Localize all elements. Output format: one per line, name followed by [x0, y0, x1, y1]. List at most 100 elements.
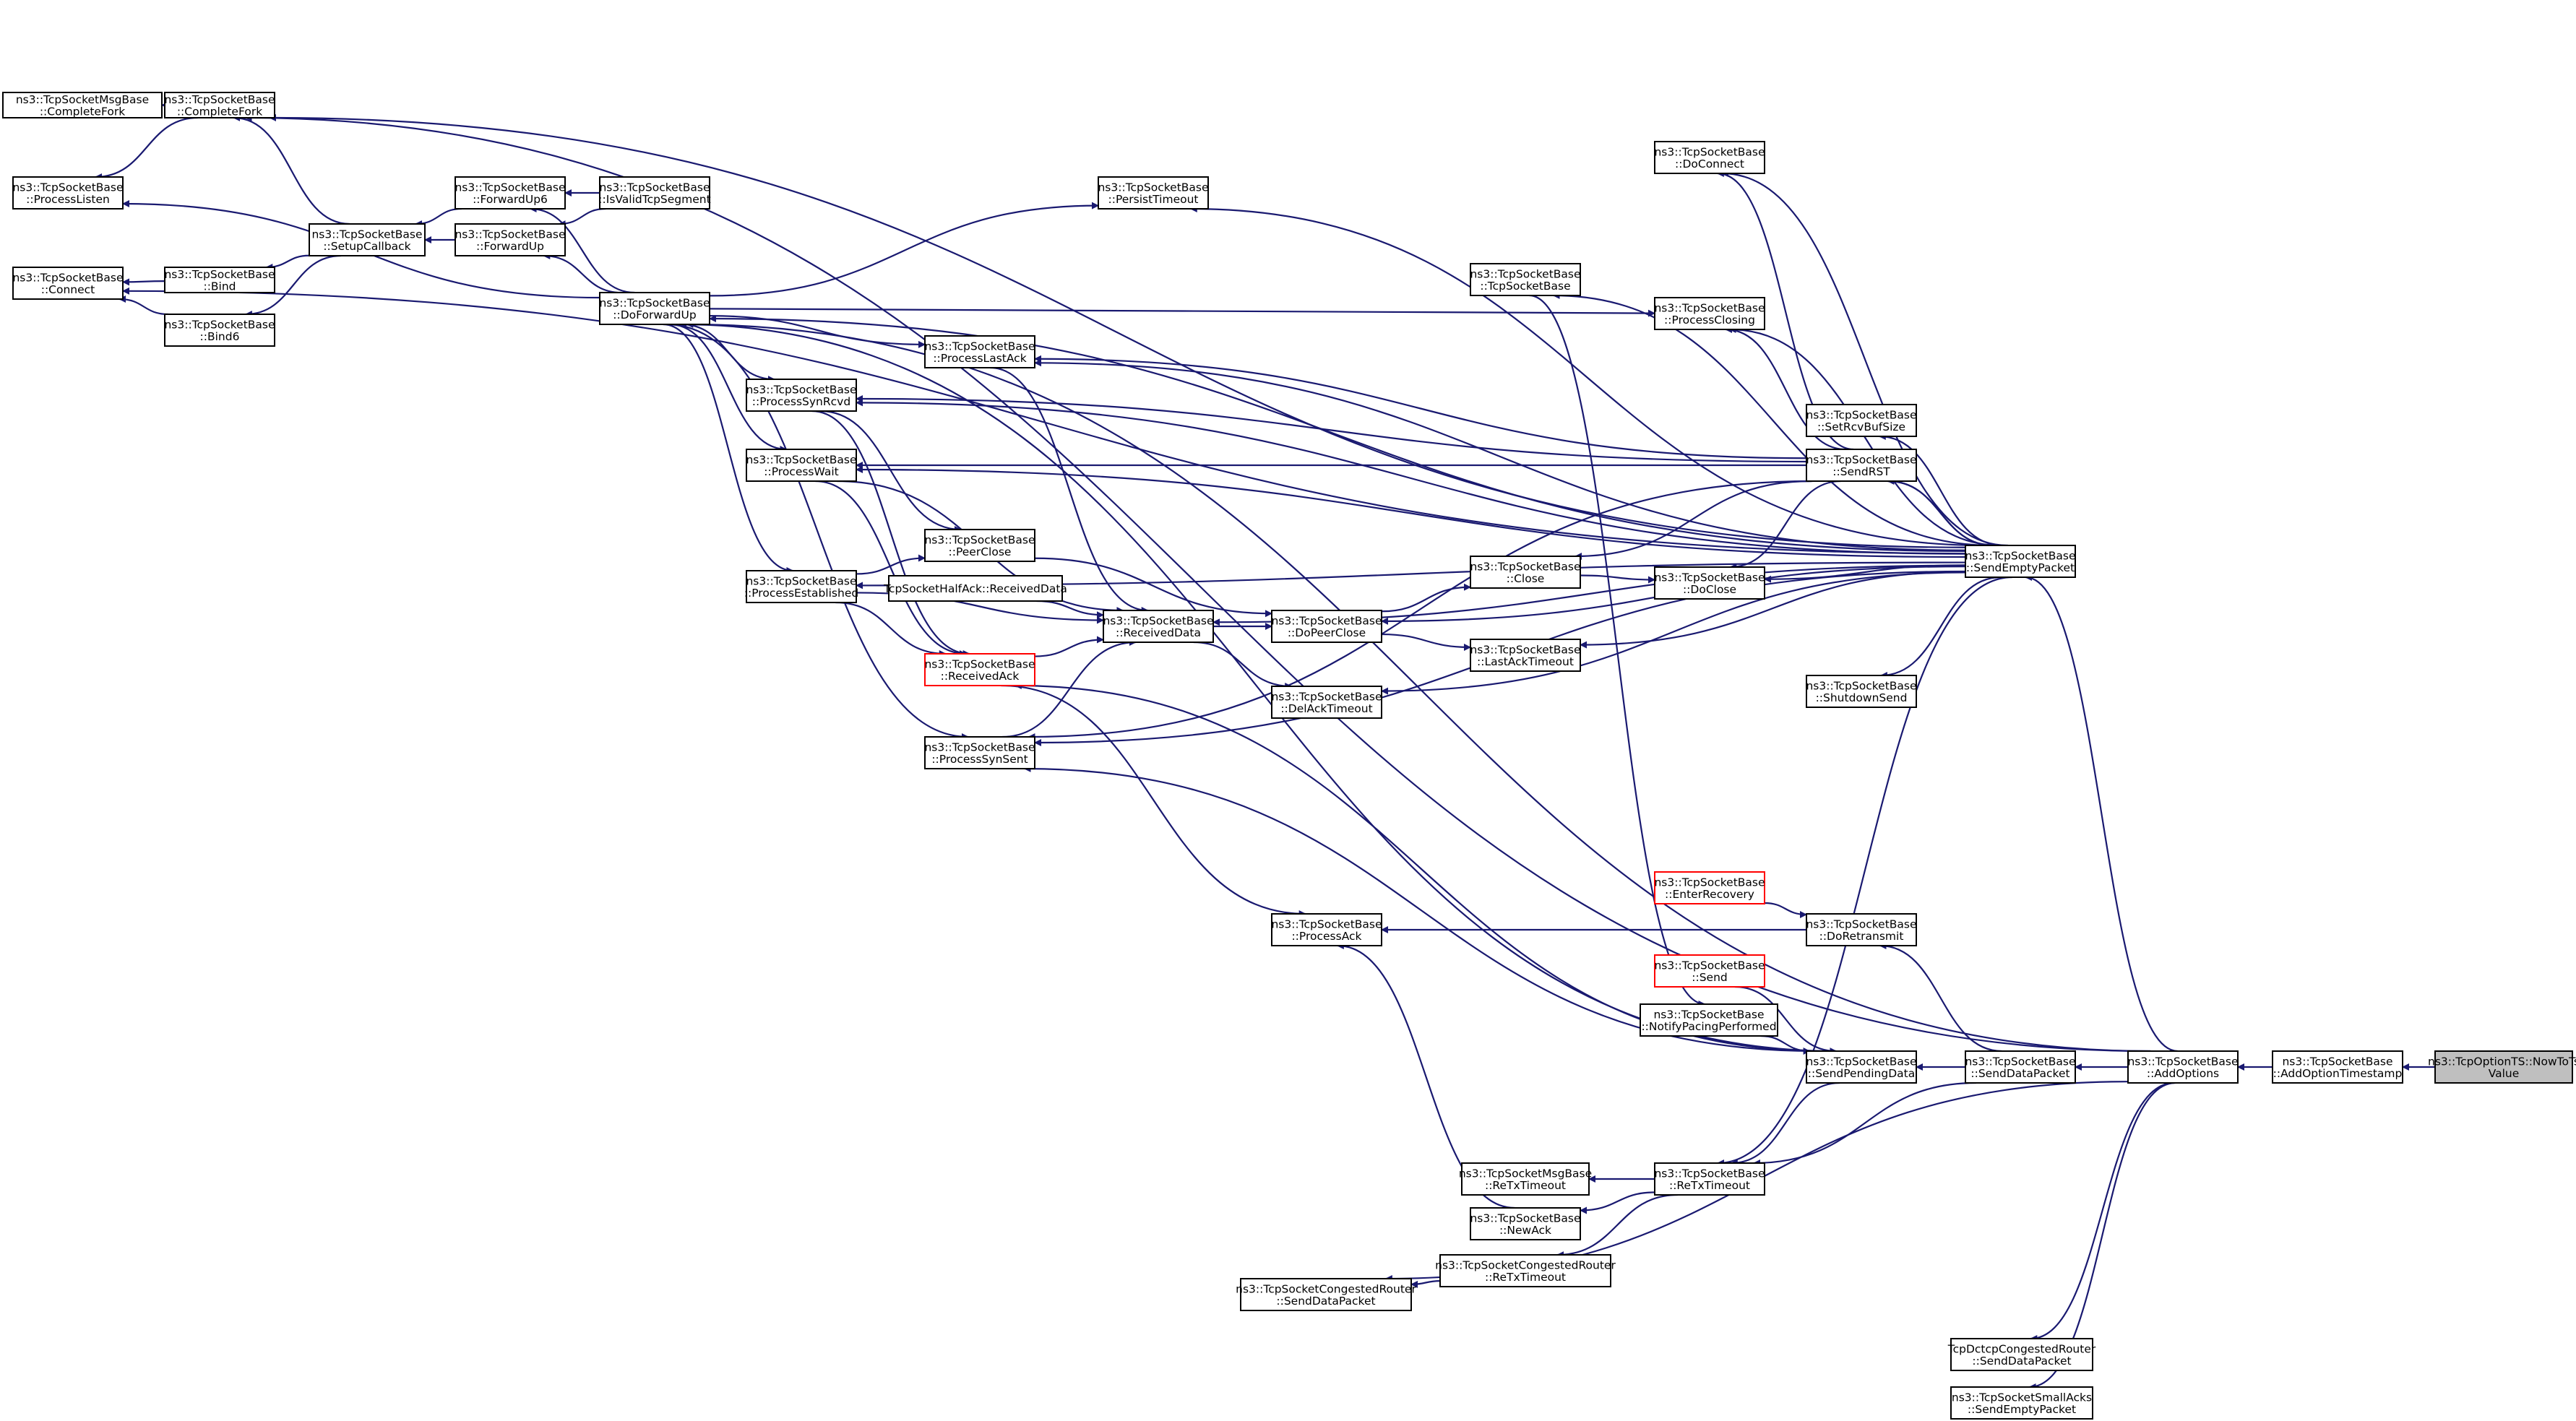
node-box[interactable] [599, 176, 710, 210]
node-box[interactable] [1470, 263, 1581, 296]
node-box[interactable] [1654, 141, 1765, 174]
node-received-data[interactable]: ns3::TcpSocketBase::ReceivedData [1103, 610, 1214, 643]
node-add-options[interactable]: ns3::TcpSocketBase::AddOptions [2127, 1050, 2239, 1084]
node-box[interactable] [746, 570, 857, 603]
node-box[interactable] [1654, 1162, 1765, 1196]
node-box[interactable] [1806, 675, 1917, 708]
node-box[interactable] [924, 653, 1035, 686]
node-box[interactable] [924, 335, 1035, 368]
node-small-acks-send-empty-packet[interactable]: ns3::TcpSocketSmallAcks::SendEmptyPacket [1950, 1386, 2093, 1420]
node-enter-recovery[interactable]: ns3::TcpSocketBase::EnterRecovery [1654, 871, 1765, 904]
node-box[interactable] [2272, 1050, 2403, 1084]
node-box[interactable] [12, 176, 124, 210]
node-box[interactable] [1950, 1338, 2093, 1371]
node-process-ack[interactable]: ns3::TcpSocketBase::ProcessAck [1271, 913, 1382, 946]
node-set-rcv-buf-size[interactable]: ns3::TcpSocketBase::SetRcvBufSize [1806, 404, 1917, 437]
node-box[interactable] [1470, 1207, 1581, 1240]
node-peer-close[interactable]: ns3::TcpSocketBase::PeerClose [924, 529, 1035, 562]
node-process-syn-rcvd[interactable]: ns3::TcpSocketBase::ProcessSynRcvd [746, 379, 857, 412]
node-box[interactable] [1654, 566, 1765, 600]
node-box[interactable] [1654, 297, 1765, 330]
node-msg-complete-fork[interactable]: ns3::TcpSocketMsgBase::CompleteFork [2, 92, 163, 118]
node-box[interactable] [164, 267, 275, 293]
node-box[interactable] [2127, 1050, 2239, 1084]
node-is-valid-tcp-segment[interactable]: ns3::TcpSocketBase::IsValidTcpSegment [598, 176, 711, 210]
node-process-wait[interactable]: ns3::TcpSocketBase::ProcessWait [746, 449, 857, 482]
node-last-ack-timeout[interactable]: ns3::TcpSocketBase::LastAckTimeout [1470, 639, 1581, 672]
node-connect[interactable]: ns3::TcpSocketBase::Connect [12, 267, 124, 300]
node-box[interactable] [1461, 1162, 1590, 1196]
node-box[interactable] [164, 92, 275, 118]
node-del-ack-timeout[interactable]: ns3::TcpSocketBase::DelAckTimeout [1271, 686, 1382, 719]
node-box[interactable] [1098, 176, 1209, 210]
node-box[interactable] [924, 529, 1035, 562]
node-shutdown-send[interactable]: ns3::TcpSocketBase::ShutdownSend [1806, 675, 1917, 708]
node-box[interactable] [455, 176, 566, 210]
node-box[interactable] [309, 223, 426, 256]
node-forward-up6[interactable]: ns3::TcpSocketBase::ForwardUp6 [455, 176, 566, 210]
node-forward-up[interactable]: ns3::TcpSocketBase::ForwardUp [455, 223, 566, 256]
node-box[interactable] [2434, 1050, 2573, 1084]
node-do-retransmit[interactable]: ns3::TcpSocketBase::DoRetransmit [1806, 913, 1917, 946]
node-process-closing[interactable]: ns3::TcpSocketBase::ProcessClosing [1654, 297, 1765, 330]
node-received-ack[interactable]: ns3::TcpSocketBase::ReceivedAck [924, 653, 1035, 686]
node-re-tx-timeout[interactable]: ns3::TcpSocketBase::ReTxTimeout [1654, 1162, 1765, 1196]
node-cong-send-data-packet[interactable]: ns3::TcpSocketCongestedRouter::SendDataP… [1236, 1278, 1416, 1311]
node-box[interactable] [1806, 404, 1917, 437]
node-process-established[interactable]: ns3::TcpSocketBase::ProcessEstablished [744, 570, 858, 603]
node-box[interactable] [1103, 610, 1214, 643]
node-bind6[interactable]: ns3::TcpSocketBase::Bind6 [164, 314, 275, 347]
node-half-ack-received-data[interactable]: TcpSocketHalfAck::ReceivedData [883, 575, 1067, 602]
node-process-last-ack[interactable]: ns3::TcpSocketBase::ProcessLastAck [924, 335, 1035, 368]
node-tcp-socket-base[interactable]: ns3::TcpSocketBase::TcpSocketBase [1470, 263, 1581, 296]
node-box[interactable] [1806, 449, 1917, 482]
node-box[interactable] [1965, 545, 2076, 578]
node-box[interactable] [2, 92, 163, 118]
node-send-empty-packet[interactable]: ns3::TcpSocketBase::SendEmptyPacket [1965, 545, 2076, 578]
node-persist-timeout[interactable]: ns3::TcpSocketBase::PersistTimeout [1098, 176, 1209, 210]
node-box[interactable] [455, 223, 566, 256]
node-box[interactable] [1654, 954, 1765, 988]
node-msg-re-tx-timeout[interactable]: ns3::TcpSocketMsgBase::ReTxTimeout [1459, 1162, 1592, 1196]
node-box[interactable] [1439, 1254, 1611, 1287]
node-box[interactable] [888, 575, 1063, 602]
node-box[interactable] [746, 449, 857, 482]
node-process-listen[interactable]: ns3::TcpSocketBase::ProcessListen [12, 176, 124, 210]
node-bind[interactable]: ns3::TcpSocketBase::Bind [164, 267, 275, 293]
node-box[interactable] [1271, 913, 1382, 946]
node-do-close[interactable]: ns3::TcpSocketBase::DoClose [1654, 566, 1765, 600]
node-process-syn-sent[interactable]: ns3::TcpSocketBase::ProcessSynSent [924, 736, 1035, 769]
node-box[interactable] [1271, 686, 1382, 719]
node-box[interactable] [1470, 556, 1581, 589]
node-close[interactable]: ns3::TcpSocketBase::Close [1470, 556, 1581, 589]
node-box[interactable] [1806, 913, 1917, 946]
node-box[interactable] [164, 314, 275, 347]
node-send-r-s-t[interactable]: ns3::TcpSocketBase::SendRST [1806, 449, 1917, 482]
node-box[interactable] [12, 267, 124, 300]
node-new-ack[interactable]: ns3::TcpSocketBase::NewAck [1470, 1207, 1581, 1240]
node-setup-callback[interactable]: ns3::TcpSocketBase::SetupCallback [309, 223, 426, 256]
node-box[interactable] [924, 736, 1035, 769]
node-box[interactable] [1240, 1278, 1412, 1311]
node-box[interactable] [746, 379, 857, 412]
node-add-option-timestamp[interactable]: ns3::TcpSocketBase::AddOptionTimestamp [2272, 1050, 2403, 1084]
node-do-connect[interactable]: ns3::TcpSocketBase::DoConnect [1654, 141, 1765, 174]
node-dctcp-send-data-packet[interactable]: TcpDctcpCongestedRouter::SendDataPacket [1947, 1338, 2096, 1371]
node-box[interactable] [1640, 1003, 1778, 1037]
node-cong-re-tx-timeout[interactable]: ns3::TcpSocketCongestedRouter::ReTxTimeo… [1435, 1254, 1616, 1287]
node-complete-fork[interactable]: ns3::TcpSocketBase::CompleteFork [164, 92, 275, 118]
node-do-forward-up[interactable]: ns3::TcpSocketBase::DoForwardUp [599, 292, 710, 325]
node-box[interactable] [1950, 1386, 2093, 1420]
node-box[interactable] [599, 292, 710, 325]
node-do-peer-close[interactable]: ns3::TcpSocketBase::DoPeerClose [1271, 610, 1382, 643]
node-send-data-packet[interactable]: ns3::TcpSocketBase::SendDataPacket [1965, 1050, 2076, 1084]
node-notify-pacing[interactable]: ns3::TcpSocketBase::NotifyPacingPerforme… [1640, 1003, 1778, 1037]
node-send-pending-data[interactable]: ns3::TcpSocketBase::SendPendingData [1806, 1050, 1917, 1084]
node-box[interactable] [1271, 610, 1382, 643]
node-box[interactable] [1806, 1050, 1917, 1084]
node-box[interactable] [1965, 1050, 2076, 1084]
node-box[interactable] [1654, 871, 1765, 904]
node-send[interactable]: ns3::TcpSocketBase::Send [1654, 954, 1765, 988]
node-box[interactable] [1470, 639, 1581, 672]
